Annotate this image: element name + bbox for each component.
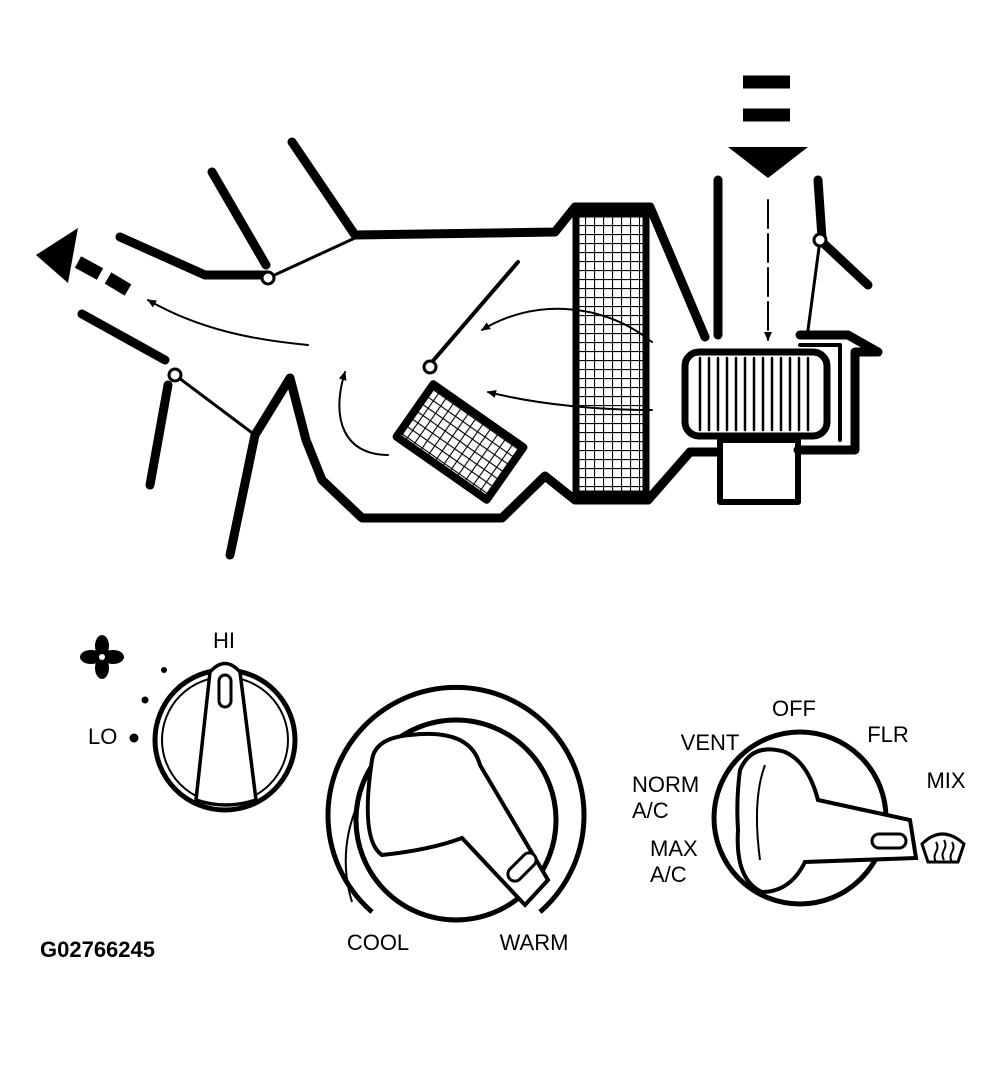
evaporator-core <box>572 210 650 498</box>
inlet-right-wall <box>813 175 827 243</box>
housing-lower-wall <box>225 373 725 560</box>
blower-low-label: LO <box>88 724 117 749</box>
blower-motor <box>717 437 801 505</box>
upper-door-pivot <box>260 270 276 286</box>
lower-door-pivot <box>167 367 183 383</box>
upper-door-blade <box>207 167 271 270</box>
upper-door-link <box>266 236 357 280</box>
mode-mix-label: MIX <box>926 768 965 793</box>
duct-assembly <box>36 75 883 560</box>
blower-speed-dots <box>129 667 167 743</box>
mode-off-label: OFF <box>772 696 816 721</box>
blower-wheel-fins <box>698 356 810 432</box>
mode-knob-pointer <box>735 747 919 895</box>
recirc-door-blade <box>815 235 873 290</box>
upper-outlet-duct <box>115 232 273 280</box>
outlet-dash-2 <box>104 272 132 296</box>
temperature-knob-slot <box>506 851 538 883</box>
mode-knob-highlight <box>755 764 766 861</box>
temperature-control-knob[interactable]: COOL WARM <box>325 684 587 955</box>
temperature-knob-pointer <box>365 731 551 908</box>
figure-code: G02766245 <box>40 937 155 962</box>
defrost-icon <box>920 832 966 864</box>
blower-scroll-inner <box>798 343 842 442</box>
heater-core <box>392 380 528 504</box>
blower-high-label: HI <box>213 628 235 653</box>
flow-arrow-heater <box>338 371 389 456</box>
mode-knob-slot <box>870 832 908 850</box>
blower-knob-slot <box>217 673 233 709</box>
recirc-door-pivot <box>812 232 828 248</box>
temperature-scale-arc <box>325 684 587 914</box>
blower-wheel <box>681 348 831 440</box>
temperature-cool-label: COOL <box>347 930 409 955</box>
inlet-arrowhead <box>728 147 808 178</box>
mode-control-knob[interactable]: OFF VENT FLR MIX NORM A/C MAX A/C <box>632 696 966 907</box>
flow-arrow-outlet <box>147 299 309 346</box>
blower-scroll <box>793 330 883 455</box>
lower-door-blade <box>145 380 173 490</box>
blend-door <box>430 260 520 364</box>
mode-vent-label: VENT <box>681 730 740 755</box>
outlet-arrowhead <box>36 228 78 283</box>
housing-upper-wall <box>287 137 710 342</box>
temperature-warm-label: WARM <box>500 930 569 955</box>
mode-norm-ac-label-line2: A/C <box>632 798 669 823</box>
blend-door-pivot <box>422 359 438 375</box>
mode-floor-label: FLR <box>867 722 909 747</box>
fan-icon <box>80 635 124 679</box>
flow-arrow-lower <box>487 390 653 411</box>
recirc-door-link <box>806 238 822 332</box>
lower-outlet-wall <box>77 309 170 365</box>
outlet-dash-1 <box>74 256 104 280</box>
mode-norm-ac-label-line1: NORM <box>632 772 699 797</box>
mode-max-ac-label-line2: A/C <box>650 862 687 887</box>
blower-control-knob[interactable]: HI LO <box>80 628 298 813</box>
lower-door-link <box>173 373 257 437</box>
flow-arrow-upper <box>481 307 653 343</box>
mode-max-ac-label-line1: MAX <box>650 836 698 861</box>
blower-knob-pointer <box>194 661 258 807</box>
